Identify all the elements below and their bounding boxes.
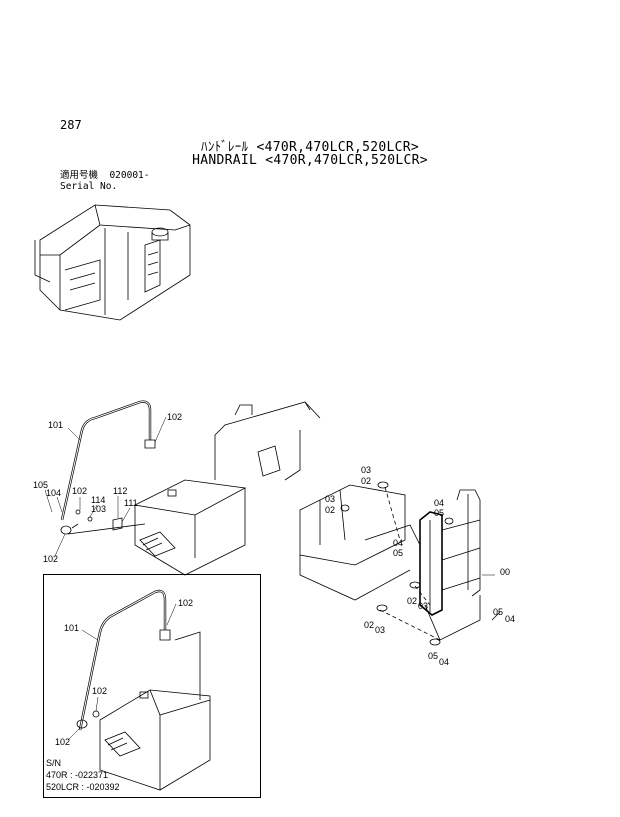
callout-02a: 02 — [361, 476, 371, 486]
callout-102c: 102 — [43, 554, 58, 564]
serial-label-jp: 適用号機 020001- — [60, 170, 150, 181]
callout-04d: 04 — [439, 657, 449, 667]
page-number: 287 — [60, 118, 82, 132]
callout-102b: 102 — [72, 486, 87, 496]
callout-03a: 03 — [361, 465, 371, 475]
sn-label: S/N — [46, 758, 62, 768]
inset-callouts: 101 102 102 102 — [55, 598, 193, 747]
callout-04b: 04 — [393, 538, 403, 548]
callout-02c: 02 — [407, 596, 417, 606]
callout-04c: 04 — [505, 614, 515, 624]
ladder-assembly — [299, 481, 501, 646]
callout-03d: 03 — [375, 625, 385, 635]
callout-03c: 03 — [418, 601, 428, 611]
callout-05b: 05 — [393, 548, 403, 558]
inset-drawing — [76, 589, 211, 791]
callout-103: 103 — [91, 504, 106, 514]
serial-info: 適用号機 020001- Serial No. — [60, 170, 149, 192]
inset-callout-102b: 102 — [92, 686, 107, 696]
callout-02b: 02 — [325, 505, 335, 515]
side-box-main — [133, 401, 321, 576]
serial-label-en: Serial No. — [60, 181, 118, 192]
callout-114: 114 — [91, 495, 105, 505]
callout-00: 00 — [500, 567, 510, 577]
callout-101: 101 — [48, 420, 63, 430]
callout-04a: 04 — [434, 498, 444, 508]
callout-05c: 05 — [493, 607, 503, 617]
callout-105: 105 — [33, 480, 48, 490]
handrail-main — [60, 400, 156, 535]
inset-callout-101: 101 — [64, 623, 79, 633]
sn-470r: 470R : -022371 — [46, 770, 109, 780]
inset-leaders — [67, 603, 177, 741]
leader-lines — [44, 416, 495, 576]
machine-overview-sketch — [34, 204, 191, 321]
callout-labels: 101 102 105 104 102 114 112 103 111 102 … — [33, 412, 515, 667]
title-japanese: ﾊﾝﾄﾞﾚｰﾙ <470R,470LCR,520LCR> — [201, 140, 419, 155]
callout-104: 104 — [46, 488, 61, 498]
callout-111: 111 — [124, 498, 138, 508]
title-english: HANDRAIL <470R,470LCR,520LCR> — [192, 153, 428, 168]
inset-callout-102c: 102 — [55, 737, 70, 747]
callout-05d: 05 — [428, 651, 438, 661]
callout-05a: 05 — [434, 508, 444, 518]
callout-112: 112 — [113, 486, 127, 496]
callout-02d: 02 — [364, 620, 374, 630]
callout-102: 102 — [167, 412, 182, 422]
inset-serial-block: S/N 470R : -022371 520LCR : -020392 — [46, 757, 120, 793]
inset-box — [43, 574, 261, 798]
sn-520lcr: 520LCR : -020392 — [46, 782, 120, 792]
callout-03b: 03 — [325, 494, 335, 504]
inset-callout-102a: 102 — [178, 598, 193, 608]
